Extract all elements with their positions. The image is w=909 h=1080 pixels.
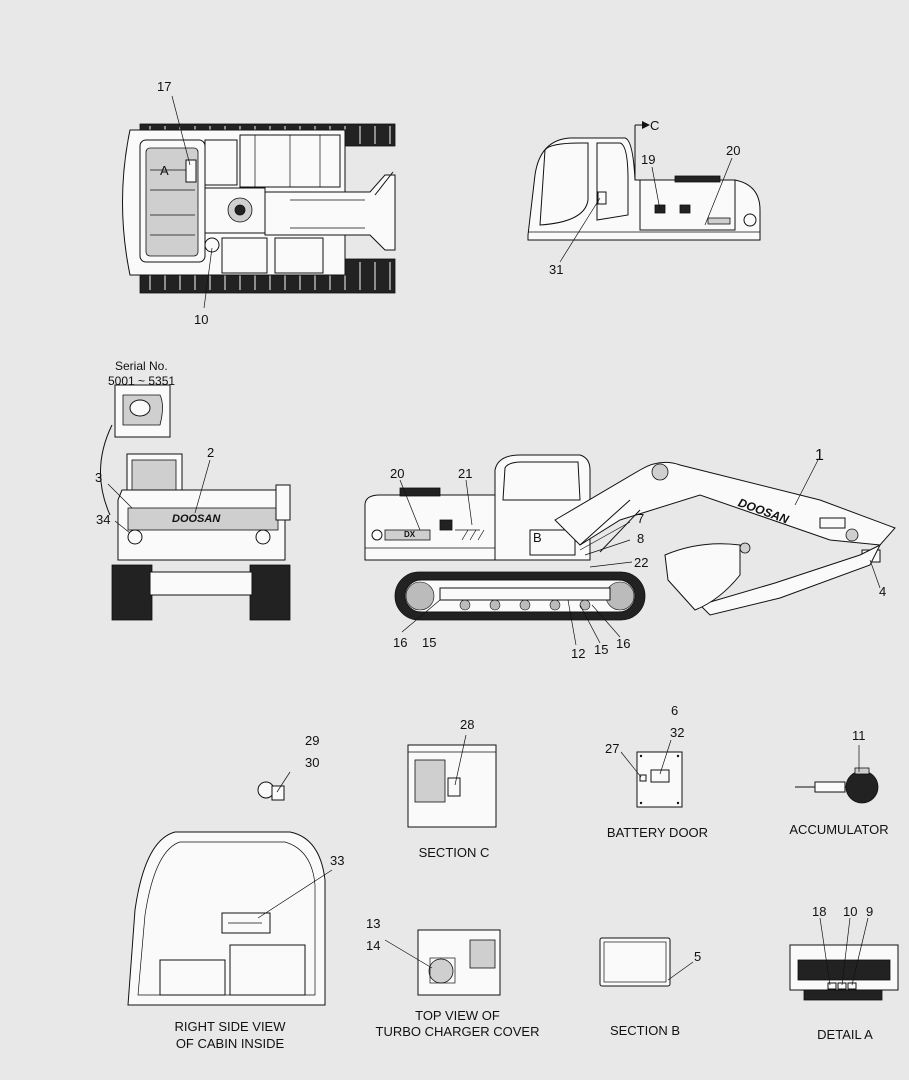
callout-view-a: A: [160, 163, 169, 178]
callout-8: 8: [637, 531, 645, 546]
caption-accumulator: ACCUMULATOR: [789, 822, 889, 837]
callout-7: 7: [637, 511, 645, 526]
callout-section-b: B: [533, 530, 542, 545]
callout-22: 22: [634, 555, 649, 570]
leader-lines: [107, 95, 881, 986]
serial-no-label: Serial No.: [115, 359, 168, 373]
callout-6: 6: [671, 703, 679, 718]
caption-section-c: SECTION C: [418, 845, 490, 860]
callout-28: 28: [460, 717, 475, 732]
callout-section-c: C: [650, 118, 660, 133]
callout-2: 2: [207, 445, 215, 460]
callout-5: 5: [694, 949, 702, 964]
callout-34: 34: [96, 512, 111, 527]
rear-view-excavator: [100, 384, 291, 621]
caption-turbo-line1: TOP VIEW OF: [415, 1008, 500, 1023]
model-decal: DX: [404, 530, 416, 539]
callout-30: 30: [305, 755, 320, 770]
caption-detail-a: DETAIL A: [817, 1027, 873, 1042]
callout-13: 13: [366, 916, 381, 931]
callout-12: 12: [571, 646, 586, 661]
caption-section-b: SECTION B: [609, 1023, 681, 1038]
callout-16-left: 16: [393, 635, 408, 650]
callout-11: 11: [852, 728, 866, 743]
callout-9: 9: [866, 904, 874, 919]
turbo-cover-drawing: [417, 929, 501, 996]
caption-turbo-line2: TURBO CHARGER COVER: [375, 1024, 540, 1039]
caption-cabin-line2: OF CABIN INSIDE: [175, 1036, 285, 1051]
callout-1: 1: [815, 447, 824, 464]
callout-14: 14: [366, 938, 381, 953]
callout-10: 10: [194, 312, 209, 327]
callout-15-left: 15: [422, 635, 437, 650]
callout-18: 18: [812, 904, 827, 919]
battery-door-drawing: [636, 751, 683, 808]
callout-32: 32: [670, 725, 685, 740]
callout-19: 19: [641, 152, 656, 167]
section-b-drawing: [599, 937, 671, 987]
callout-15-right: 15: [594, 642, 609, 657]
top-view-excavator: [122, 123, 396, 294]
callout-17: 17: [157, 79, 172, 94]
callout-21: 21: [458, 466, 473, 481]
callout-27: 27: [605, 741, 620, 756]
callout-4: 4: [879, 584, 887, 599]
serial-range-label: 5001 ~ 5351: [108, 374, 176, 388]
accumulator-drawing: [795, 767, 879, 804]
callout-33: 33: [330, 853, 345, 868]
label-part-29-30: [257, 781, 285, 801]
callout-10-detail: 10: [843, 904, 858, 919]
callout-29: 29: [305, 733, 320, 748]
rear-brand-decal: DOOSAN: [172, 513, 221, 525]
section-c-drawing: [407, 744, 497, 828]
callout-20-side: 20: [390, 466, 405, 481]
caption-battery-door: BATTERY DOOR: [606, 825, 709, 840]
callout-31: 31: [549, 262, 564, 277]
callout-20-top: 20: [726, 143, 741, 158]
callout-16-right: 16: [616, 636, 631, 651]
callout-3: 3: [95, 470, 103, 485]
main-side-view-excavator: [364, 454, 896, 621]
cabin-inside-drawing: [127, 831, 326, 1006]
boom-brand-decal: DOOSAN: [736, 495, 791, 527]
caption-cabin-line1: RIGHT SIDE VIEW: [174, 1019, 286, 1034]
